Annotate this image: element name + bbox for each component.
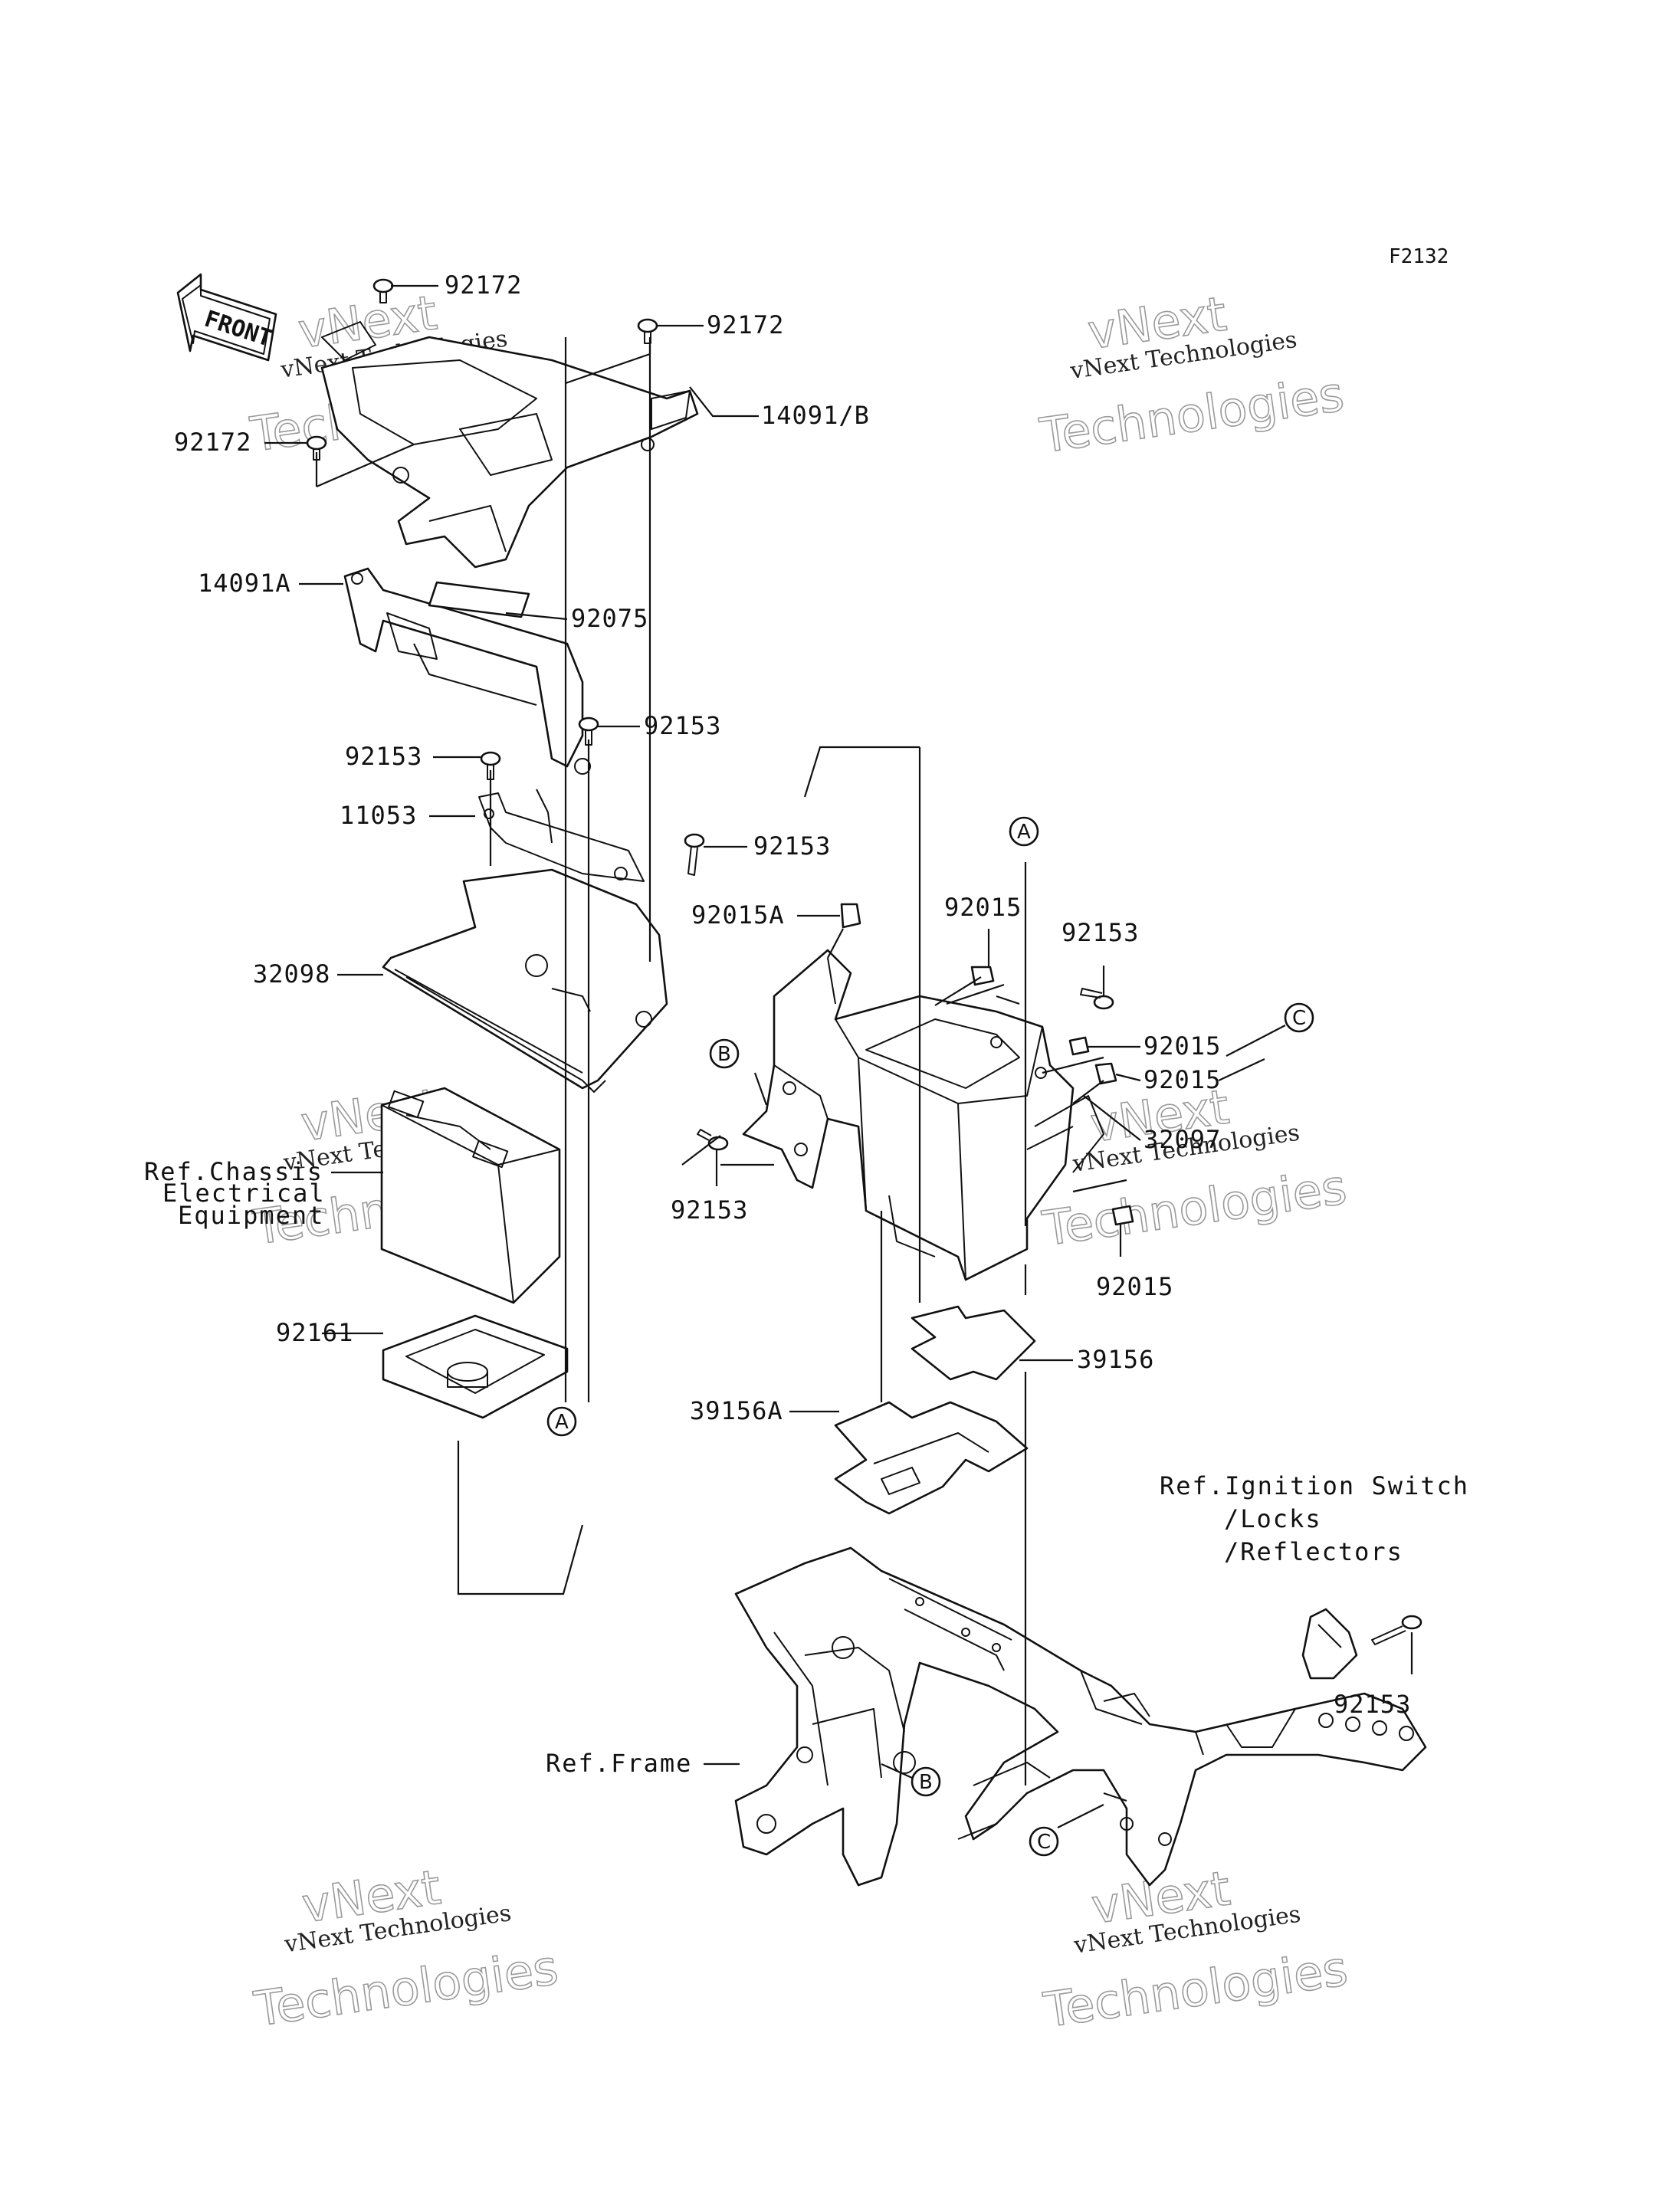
part-label-92015: 92015 xyxy=(1096,1272,1173,1301)
part-label-92153: 92153 xyxy=(345,742,422,771)
callout-c-bottom: C xyxy=(1029,1826,1059,1857)
part-label-92015: 92015 xyxy=(1144,1065,1221,1094)
pad-92075-part xyxy=(428,581,530,618)
svg-text:A: A xyxy=(555,1411,569,1434)
mat-39156-part xyxy=(911,1305,1036,1381)
assembly-lines xyxy=(457,337,1027,1785)
bracket-14091a-part xyxy=(343,567,591,775)
ref-ignition-switch: Ref.Ignition Switch xyxy=(1160,1471,1469,1500)
part-label-92161: 92161 xyxy=(276,1318,353,1347)
ignition-bracket-part xyxy=(1301,1608,1358,1680)
part-label-92015: 92015 xyxy=(944,893,1022,922)
part-label-92153: 92153 xyxy=(671,1195,748,1225)
bracket-11053-part xyxy=(478,789,645,882)
part-label-92015: 92015 xyxy=(1144,1031,1221,1061)
part-label-92015a: 92015A xyxy=(691,900,785,930)
ref-chassis-electrical: Ref.Chassis xyxy=(144,1157,323,1186)
part-label-39156: 39156 xyxy=(1077,1345,1154,1374)
part-label-14091b: 14091/B xyxy=(761,401,870,430)
ref-chassis-electrical: Equipment xyxy=(178,1201,324,1230)
part-label-92172: 92172 xyxy=(174,428,251,457)
reference-labels: Ref.Chassis Electrical Equipment Ref.Ign… xyxy=(144,1157,1469,1778)
part-label-32097: 32097 xyxy=(1144,1125,1221,1154)
part-label-39156a: 39156A xyxy=(690,1396,783,1425)
callout-a-top: A xyxy=(1009,816,1039,847)
callout-b-top: B xyxy=(709,1038,740,1069)
battery-case-part xyxy=(742,949,1104,1281)
watermark-bottom-left: vNext vNext Technologies Technologies xyxy=(250,1858,562,2038)
part-label-92172: 92172 xyxy=(707,310,784,339)
front-arrow-icon: FRONT xyxy=(176,273,277,362)
mat-39156a-part xyxy=(834,1401,1029,1515)
svg-text:C: C xyxy=(1037,1831,1051,1854)
part-label-92153: 92153 xyxy=(753,831,831,861)
ref-chassis-electrical: Electrical xyxy=(162,1179,326,1208)
frame-part xyxy=(734,1546,1427,1887)
ref-frame: Ref.Frame xyxy=(546,1749,692,1778)
watermark-bottom-right: vNext vNext Technologies Technologies xyxy=(1039,1859,1351,2038)
callout-c-top: C xyxy=(1284,1002,1314,1033)
svg-text:B: B xyxy=(919,1771,933,1794)
part-label-11053: 11053 xyxy=(340,801,417,830)
part-labels: 92172 92172 14091/B 92172 14091A 92075 9… xyxy=(174,271,1411,1719)
ref-ignition-switch: /Reflectors xyxy=(1224,1537,1403,1566)
callout-b-bottom: B xyxy=(911,1766,941,1797)
part-label-32098: 32098 xyxy=(253,959,330,989)
svg-text:A: A xyxy=(1017,821,1031,844)
watermark-top-right: vNext vNext Technologies Technologies xyxy=(1035,285,1347,464)
part-label-14091a: 14091A xyxy=(198,569,291,598)
cover-32098-part xyxy=(382,868,668,1093)
svg-text:C: C xyxy=(1292,1007,1306,1030)
top-cover-part xyxy=(320,321,699,569)
svg-text:B: B xyxy=(717,1043,731,1066)
figure-code: F2132 xyxy=(1389,245,1449,268)
part-label-92075: 92075 xyxy=(571,604,648,633)
ref-ignition-switch: /Locks xyxy=(1224,1504,1322,1533)
part-label-92153: 92153 xyxy=(1334,1690,1411,1719)
callout-a-bottom: A xyxy=(546,1406,577,1437)
part-label-92172: 92172 xyxy=(445,271,522,300)
part-label-92153: 92153 xyxy=(644,711,721,740)
leader-lines xyxy=(264,284,1413,1828)
part-label-92153: 92153 xyxy=(1061,918,1139,947)
battery-part xyxy=(380,1087,561,1304)
tray-92161-part xyxy=(382,1314,569,1419)
